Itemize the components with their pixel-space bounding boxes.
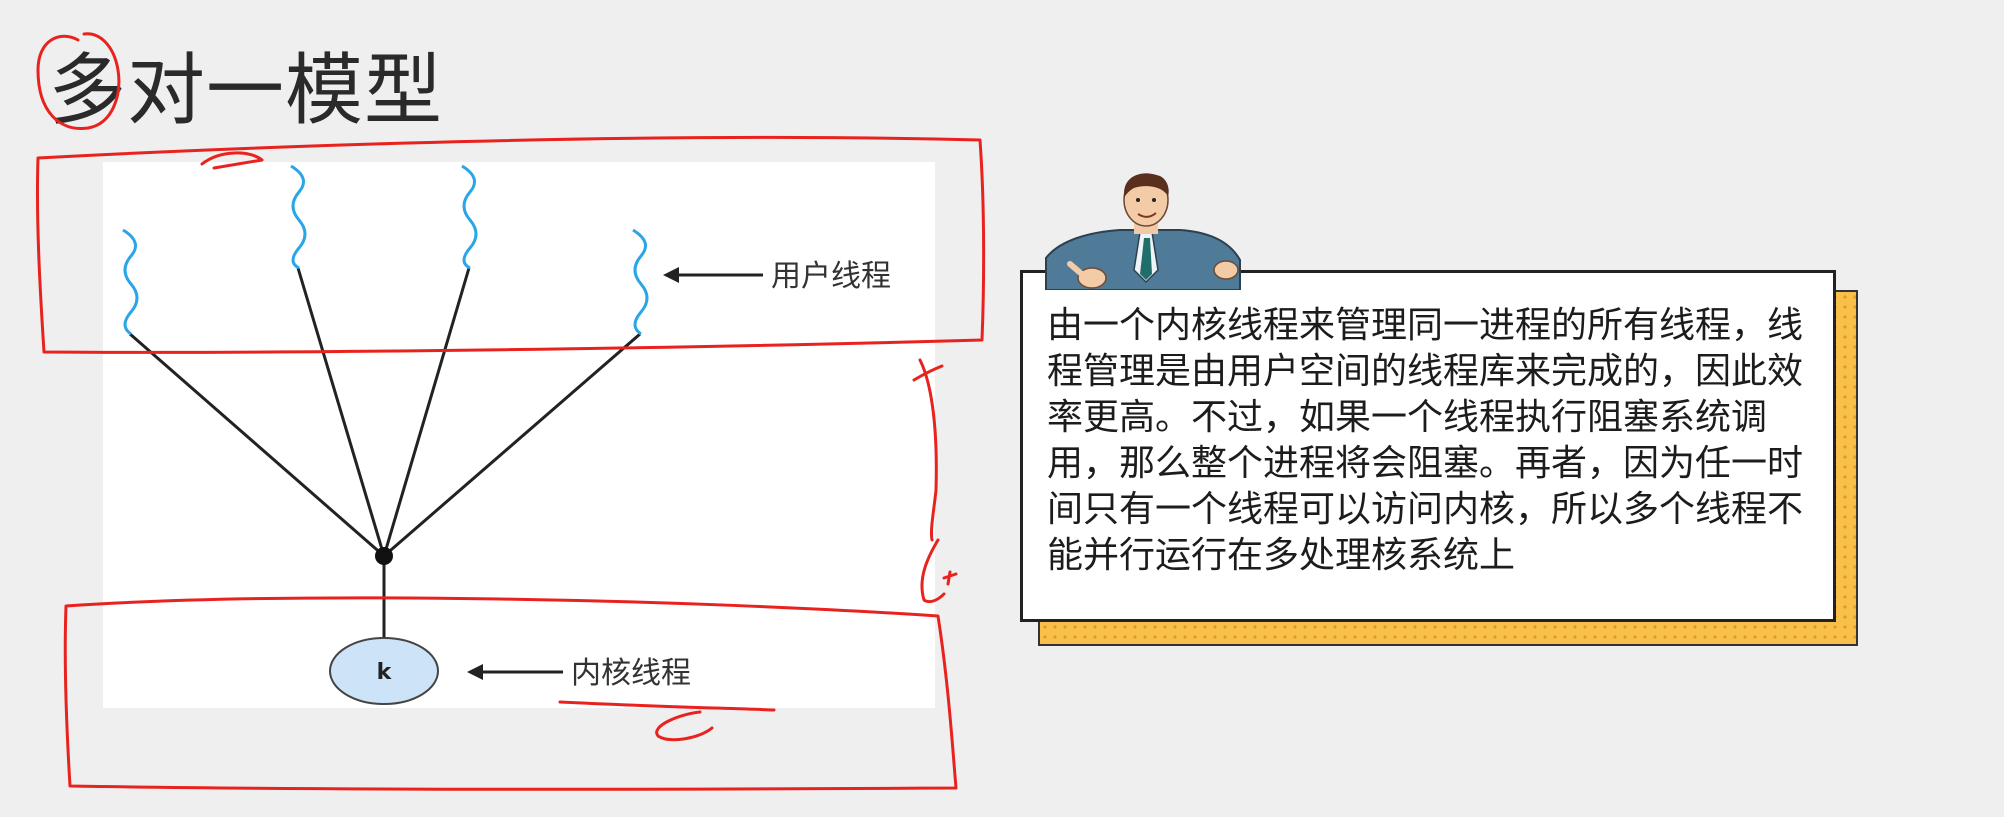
user-thread-wave-1 <box>122 228 139 336</box>
thread-connections <box>129 267 641 644</box>
callout-text: 由一个内核线程来管理同一进程的所有线程，线程管理是由用户空间的线程库来完成的，因… <box>1047 305 1804 576</box>
connection-line <box>129 332 385 558</box>
arrow-left-icon <box>663 267 679 283</box>
user-thread-wave-4 <box>632 228 649 336</box>
connection-line <box>383 332 641 558</box>
user-thread-wave-3 <box>461 164 478 270</box>
arrow-left-icon <box>467 664 483 680</box>
connection-line <box>296 267 386 557</box>
kernel-label-tick <box>655 710 714 742</box>
kernel-node-letter: k <box>377 660 393 685</box>
user-thread-wave-2 <box>290 164 307 270</box>
callout-card: 由一个内核线程来管理同一进程的所有线程，线程管理是由用户空间的线程库来完成的，因… <box>1020 270 1836 622</box>
presenter-character-icon <box>1045 173 1241 290</box>
kernel-thread-label: 内核线程 <box>571 656 691 691</box>
diagram-svg: k 用户线程 内核线程 <box>122 164 891 705</box>
user-threads <box>122 164 649 336</box>
label-arrows <box>467 267 763 680</box>
cursor-mark <box>942 570 958 586</box>
page-title: 多对一模型 <box>48 46 444 136</box>
user-thread-label: 用户线程 <box>771 259 891 294</box>
many-to-one-diagram: k 用户线程 内核线程 <box>103 162 935 708</box>
join-point <box>375 547 393 565</box>
connection-line <box>382 267 471 557</box>
